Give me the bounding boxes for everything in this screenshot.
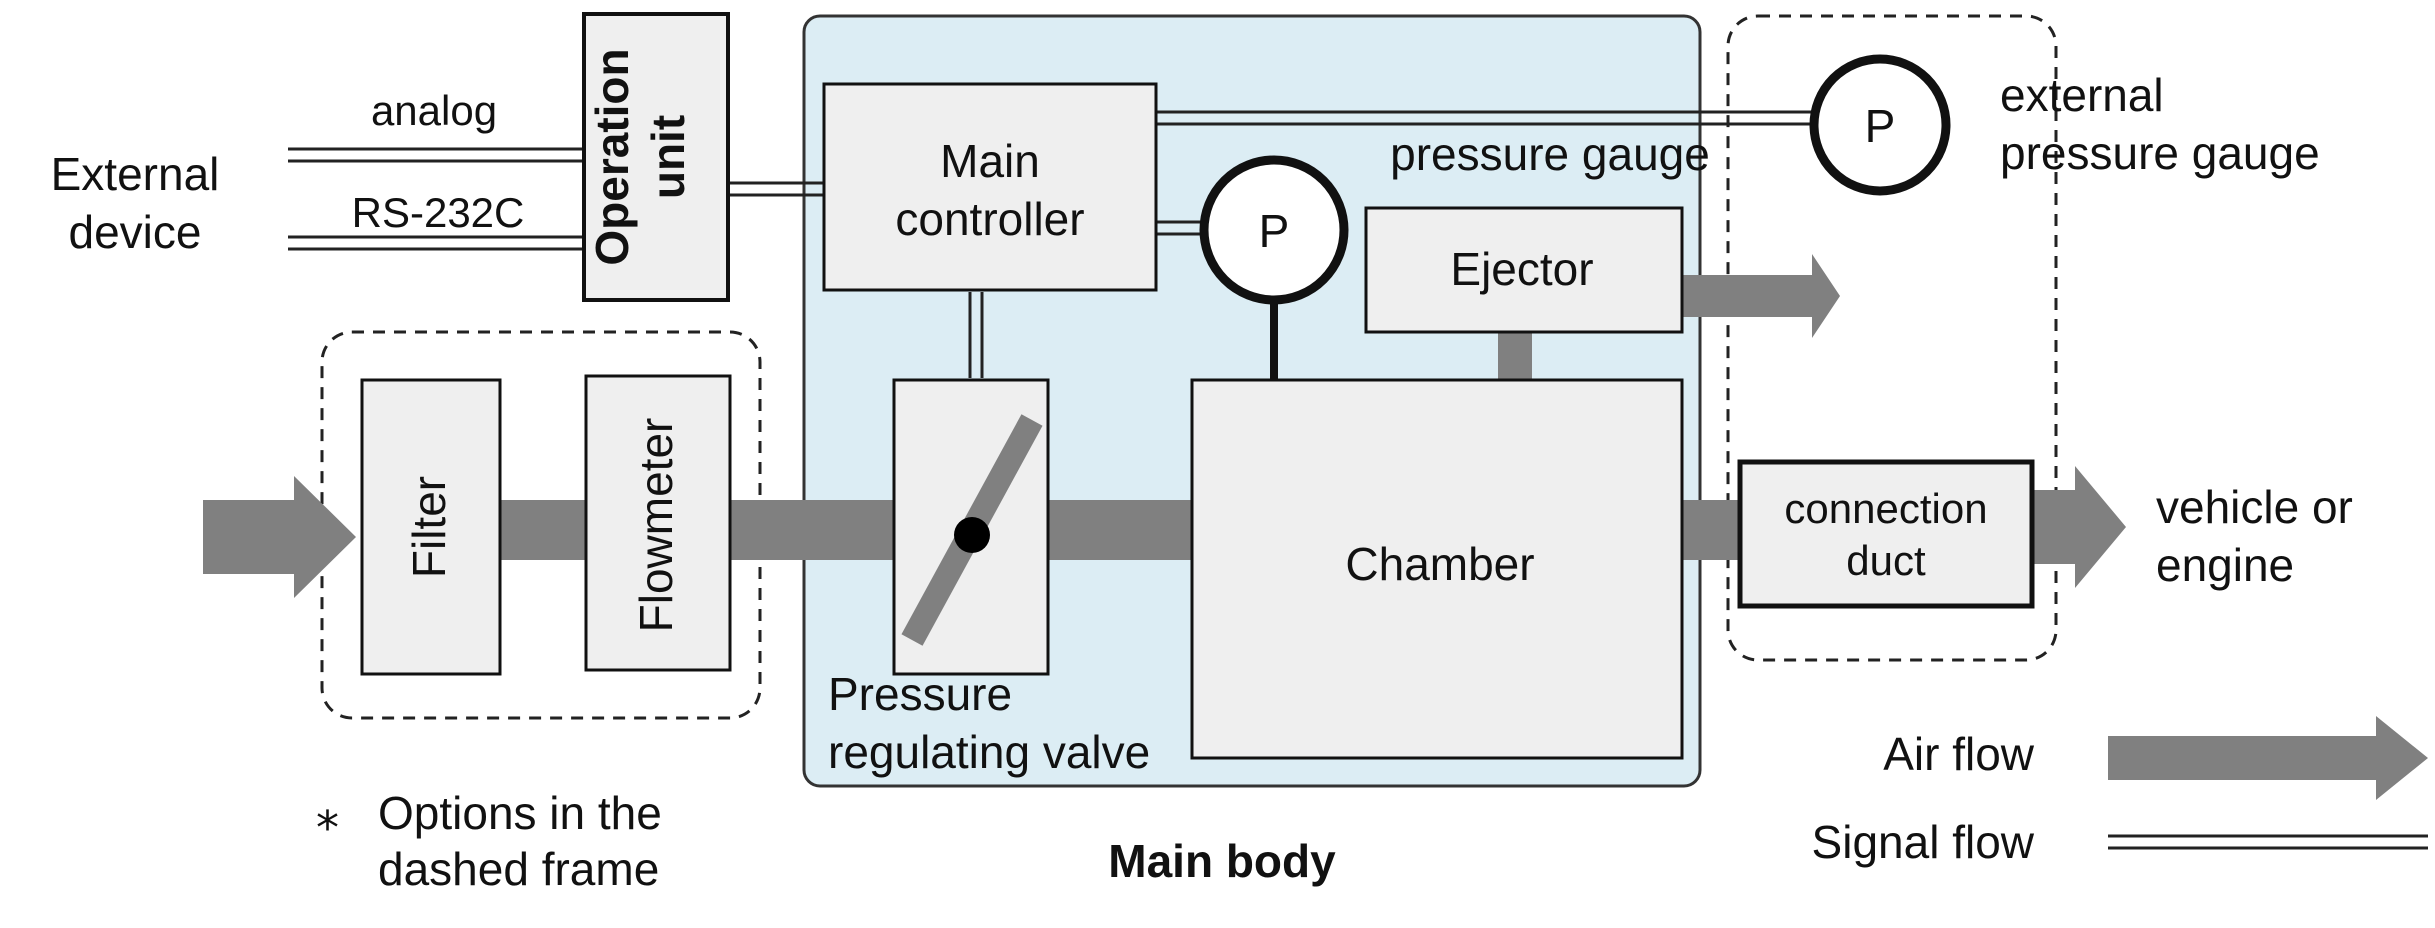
destination-line1: vehicle or <box>2156 481 2353 533</box>
flowmeter: Flowmeter <box>584 374 732 672</box>
main-controller: Main controller <box>822 82 1158 292</box>
filter: Filter <box>360 378 502 676</box>
operation-unit: Operation unit <box>582 12 730 302</box>
operation-unit-line2: unit <box>642 115 694 199</box>
valve-label-line1: Pressure <box>828 668 1012 720</box>
filter-label: Filter <box>403 476 455 578</box>
legend-air-flow-arrow <box>2108 716 2428 800</box>
options-note-line2: dashed frame <box>378 843 659 895</box>
main-controller-line2: controller <box>895 193 1084 245</box>
flowmeter-label: Flowmeter <box>630 418 682 633</box>
main-body-label: Main body <box>1108 835 1336 887</box>
options-note-mark: ⁎ <box>316 787 339 839</box>
external-device-line1: External <box>51 148 220 200</box>
pressure-regulating-valve <box>892 378 1050 676</box>
air-flow-path <box>203 254 2126 598</box>
pressure-gauge: P <box>1199 155 1349 305</box>
options-frame-right <box>1726 14 2058 662</box>
ejector-label: Ejector <box>1450 243 1593 295</box>
chamber: Chamber <box>1190 378 1684 760</box>
signal-lines <box>288 110 1815 378</box>
pressure-gauge-symbol: P <box>1259 205 1290 257</box>
external-pressure-gauge: P <box>1809 54 1951 196</box>
connection-duct-line1: connection <box>1784 485 1987 532</box>
pressure-gauge-label: pressure gauge <box>1390 128 1710 180</box>
signal-analog-label: analog <box>371 87 497 134</box>
main-controller-line1: Main <box>940 135 1040 187</box>
options-note-line1: Options in the <box>378 787 662 839</box>
destination-line2: engine <box>2156 539 2294 591</box>
legend-signal-flow-label: Signal flow <box>1812 816 2035 868</box>
signal-rs232c-label: RS-232C <box>352 189 525 236</box>
legend: Air flow Signal flow <box>1812 716 2428 868</box>
external-device-line2: device <box>69 206 202 258</box>
connection-duct-line2: duct <box>1846 537 1926 584</box>
connection-duct: connection duct <box>1737 459 2035 609</box>
legend-air-flow-label: Air flow <box>1883 728 2035 780</box>
external-gauge-line2: pressure gauge <box>2000 127 2320 179</box>
external-gauge-symbol: P <box>1865 100 1896 152</box>
legend-signal-flow-line <box>2108 834 2428 850</box>
operation-unit-line1: Operation <box>586 48 638 265</box>
valve-label-line2: regulating valve <box>828 726 1150 778</box>
external-gauge-line1: external <box>2000 69 2164 121</box>
chamber-label: Chamber <box>1345 538 1534 590</box>
ejector: Ejector <box>1364 206 1684 334</box>
